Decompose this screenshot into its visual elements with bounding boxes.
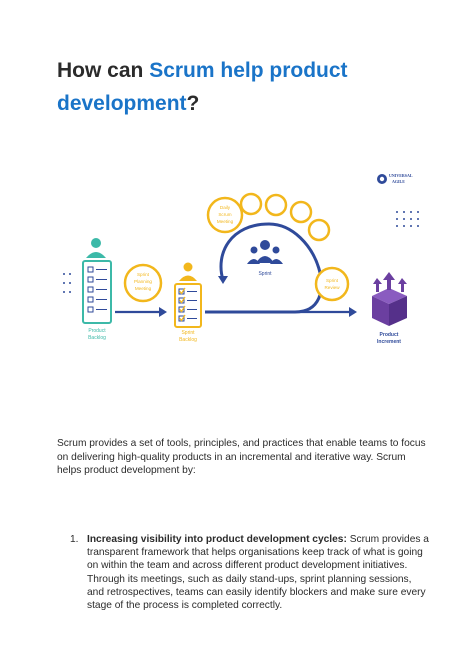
title-suffix: ? [186,92,200,115]
daily-scrum-label-3: Meeting [217,219,234,224]
product-increment-label-1: Product [380,332,399,338]
logo-text-1: UNIVERSAL [389,173,413,178]
title-prefix: How can [57,59,150,82]
page-title: How can Scrum help product development? [57,54,437,120]
product-backlog-list-icon [82,260,112,324]
sprint-label: Sprint [258,271,272,277]
dot-grid-left [63,273,71,293]
benefits-list: 1. Increasing visibility into product de… [70,533,430,612]
sprint-planning-circle: Sprint Planning Meeting [123,263,163,303]
dot-grid-right [396,211,419,227]
intro-paragraph: Scrum provides a set of tools, principle… [57,438,426,477]
sprint-planning-label-1: Sprint [137,272,150,277]
sprint-review-circle: Sprint Review [314,266,350,302]
daily-scrum-circles [206,192,331,242]
product-increment-box-icon [372,272,407,326]
title-highlight-2: development [57,92,187,115]
sprint-backlog-label-2: Backlog [179,337,197,343]
sprint-review-label-2: Review [324,285,340,290]
product-backlog-label-1: Product [88,328,106,334]
team-icon [247,240,283,264]
sprint-backlog-list-icon [174,283,202,328]
logo-text-2: AGILE [392,179,405,184]
universal-agile-logo: UNIVERSAL AGILE [377,173,413,184]
list-item: 1. Increasing visibility into product de… [70,533,430,612]
list-item-number: 1. [70,534,79,545]
sprint-backlog-label-1: Sprint [181,330,195,336]
sprint-review-label-1: Sprint [326,278,339,283]
daily-scrum-label-2: Scrum [218,212,231,217]
scrum-process-diagram: UNIVERSAL AGILE Product Backlog [63,173,419,345]
sprint-planning-label-3: Meeting [135,286,152,291]
sprint-loop-arrow [205,222,357,317]
arrow-to-sprint-backlog [115,307,167,317]
list-item-text: Scrum provides a transparent framework t… [87,534,429,612]
product-backlog-label-2: Backlog [88,335,106,341]
product-backlog-person-icon [86,238,106,258]
sprint-planning-label-2: Planning [134,279,152,284]
title-highlight-1: Scrum help product [149,59,348,82]
list-item-heading: Increasing visibility into product devel… [87,534,347,545]
daily-scrum-label-1: Daily [220,205,231,210]
sprint-backlog-person-icon [179,262,197,281]
product-increment-label-2: Increment [377,339,401,345]
